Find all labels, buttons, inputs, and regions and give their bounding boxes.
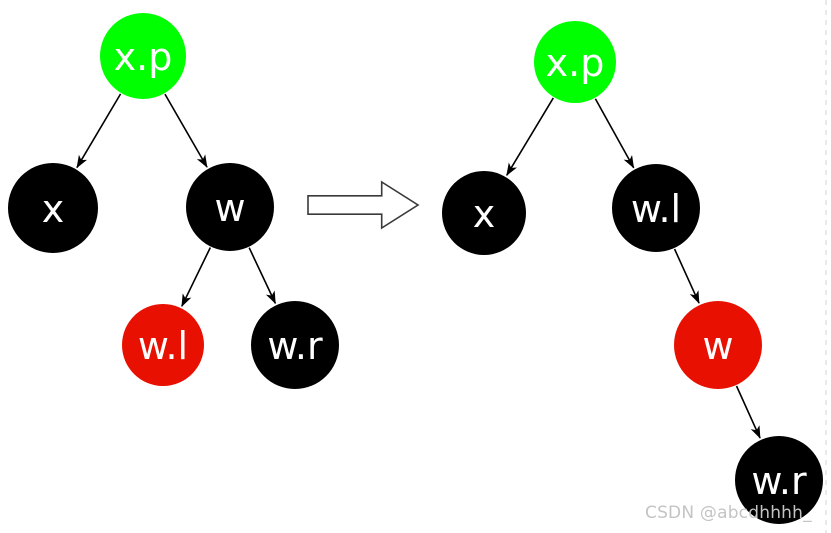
tree-edge-l-xp-to-l-w — [164, 93, 208, 168]
node-label-l-wl: w.l — [138, 324, 188, 368]
tree-node-r-x[interactable]: x — [442, 171, 526, 255]
node-circle-l-wl — [122, 304, 204, 386]
node-circle-r-wl — [612, 164, 700, 252]
tree-node-l-w[interactable]: w — [186, 163, 274, 251]
node-circle-l-wr — [251, 301, 339, 389]
tree-edge-l-xp-to-l-x — [76, 93, 122, 169]
node-circle-r-x — [442, 171, 526, 255]
left-tree-nodes: x.p x w w.l w.r — [8, 13, 339, 389]
node-circle-r-xp — [534, 21, 616, 103]
node-label-r-xp: x.p — [546, 41, 605, 85]
right-tree-nodes: x.p x w.l w w.r — [442, 21, 823, 524]
node-circle-l-x — [8, 163, 98, 253]
right-tree-edges — [506, 97, 761, 439]
tree-node-l-x[interactable]: x — [8, 163, 98, 253]
tree-node-l-wr[interactable]: w.r — [251, 301, 339, 389]
node-label-r-wr: w.r — [751, 459, 807, 503]
tree-edge-r-xp-to-r-x — [506, 97, 555, 176]
tree-node-r-wl[interactable]: w.l — [612, 164, 700, 252]
node-label-r-w: w — [702, 324, 733, 368]
implies-arrow-shape — [307, 180, 420, 230]
tree-node-r-wr[interactable]: w.r — [735, 436, 823, 524]
tree-node-l-xp[interactable]: x.p — [100, 13, 186, 99]
tree-edge-l-w-to-l-wl — [181, 247, 212, 308]
tree-edge-r-xp-to-r-wl — [594, 98, 635, 169]
tree-edge-l-w-to-l-wr — [248, 247, 277, 305]
implies-arrow — [307, 180, 420, 230]
left-tree-edges — [76, 93, 277, 308]
node-label-r-wl: w.l — [631, 187, 681, 231]
node-label-l-w: w — [214, 186, 245, 230]
node-label-r-x: x — [473, 192, 496, 236]
node-label-l-x: x — [42, 187, 65, 231]
tree-edge-r-wl-to-r-w — [673, 248, 700, 304]
tree-edge-r-w-to-r-wr — [735, 385, 761, 439]
node-circle-l-w — [186, 163, 274, 251]
node-label-l-wr: w.r — [267, 324, 323, 368]
tree-node-l-wl[interactable]: w.l — [122, 304, 204, 386]
node-circle-r-w — [674, 301, 762, 389]
node-circle-r-wr — [735, 436, 823, 524]
tree-node-r-xp[interactable]: x.p — [534, 21, 616, 103]
tree-node-r-w[interactable]: w — [674, 301, 762, 389]
node-circle-l-xp — [100, 13, 186, 99]
node-label-l-xp: x.p — [114, 35, 173, 79]
